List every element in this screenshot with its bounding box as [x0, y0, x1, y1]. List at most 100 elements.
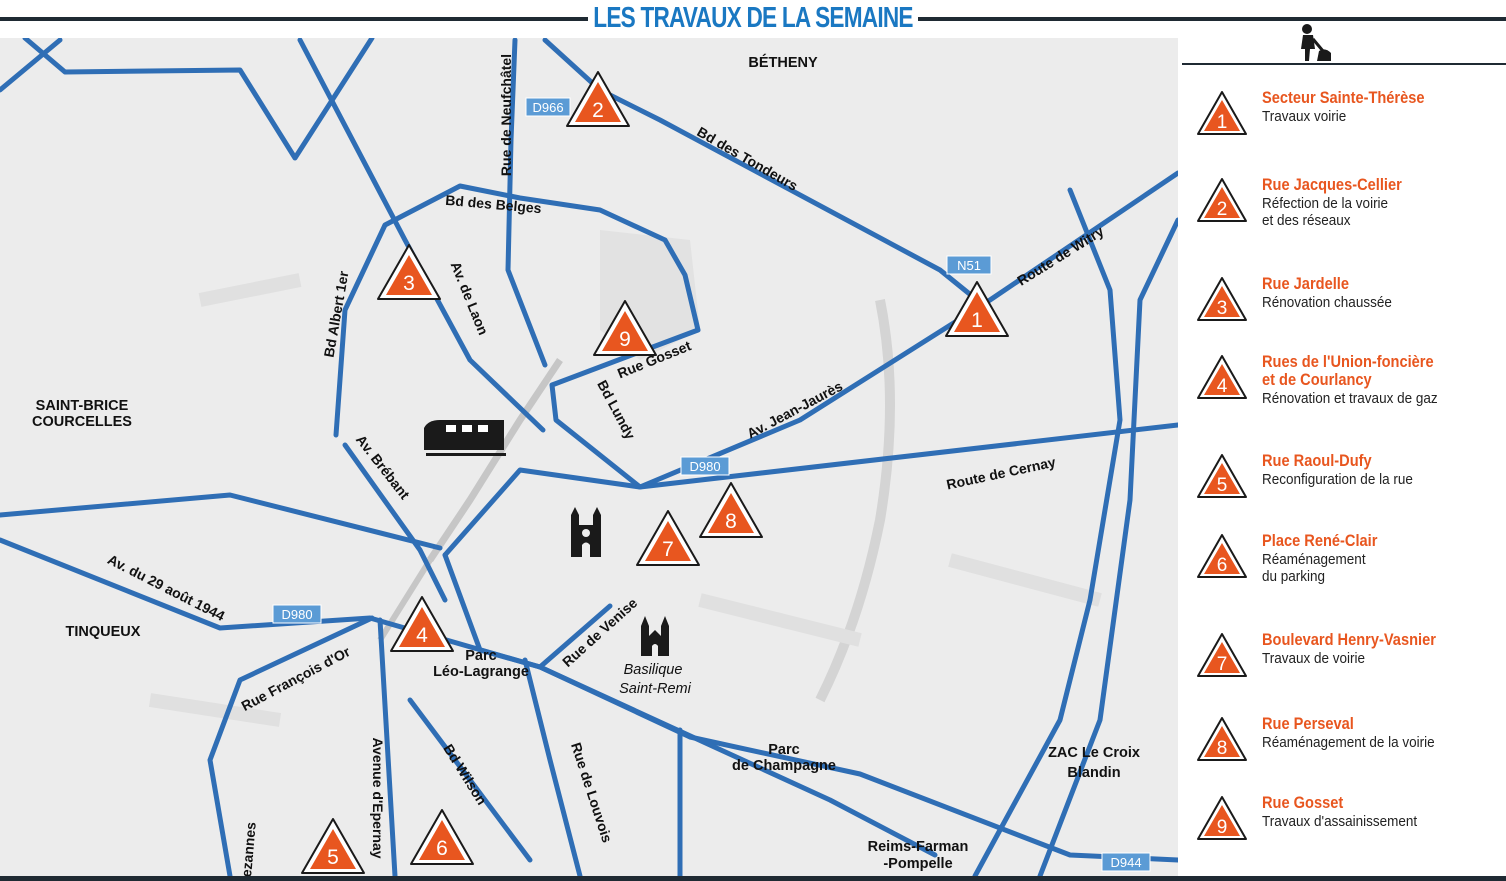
roadworker-icon	[1301, 24, 1331, 61]
place-label-betheny: BÉTHENY	[748, 54, 818, 71]
legend-number: 7	[1217, 654, 1228, 675]
district-label-reims-farman-2: -Pompelle	[883, 856, 952, 872]
place-label-courcelles: COURCELLES	[32, 414, 132, 430]
work-marker-number: 4	[416, 624, 428, 647]
legend-title: Place René-Clair	[1262, 531, 1378, 550]
legend-number: 9	[1217, 817, 1228, 838]
legend-description: Réfection de la voirie et des réseaux	[1262, 195, 1389, 229]
legend-description: Rénovation chaussée	[1262, 294, 1392, 311]
warning-triangle-icon: 3	[1197, 277, 1247, 321]
place-label-saint-brice: SAINT-BRICE	[36, 398, 129, 414]
place-labels: BÉTHENY SAINT-BRICE COURCELLES TINQUEUX …	[32, 54, 1140, 872]
map-background	[0, 38, 1178, 876]
warning-triangle-icon: 6	[1197, 534, 1247, 578]
basilica-icon	[641, 616, 669, 656]
work-marker-number: 6	[436, 837, 448, 860]
work-marker-number: 9	[619, 328, 631, 351]
district-label-parc-leo-1: Parc	[465, 648, 496, 664]
train-icon	[424, 420, 506, 456]
road-shield-d966: D966	[525, 97, 571, 117]
work-marker-8[interactable]: 8	[699, 482, 763, 538]
district-label-zac-2: Blandin	[1067, 765, 1120, 781]
place-label-tinqueux: TINQUEUX	[66, 624, 141, 640]
district-label-parc-champagne-1: Parc	[768, 742, 799, 758]
warning-triangle-icon: 8	[1197, 717, 1247, 761]
legend-title: Secteur Sainte-Thérèse	[1262, 88, 1425, 107]
district-label-reims-farman-1: Reims-Farman	[868, 839, 969, 855]
warning-triangle-icon: 1	[1197, 91, 1247, 135]
legend-title: Rues de l'Union-foncière et de Courlancy	[1262, 352, 1434, 389]
road-shield-n51: N51	[946, 255, 992, 275]
legend-description: Rénovation et travaux de gaz	[1262, 390, 1438, 407]
header: LES TRAVAUX DE LA SEMAINE	[0, 0, 1506, 38]
work-marker-2[interactable]: 2	[566, 71, 630, 127]
work-marker-number: 3	[403, 272, 415, 295]
legend-title: Rue Raoul-Dufy	[1262, 451, 1372, 470]
street-label-bezannes: Bezannes	[237, 821, 259, 876]
header-rule-right	[918, 17, 1506, 21]
road-shield-d944: D944	[1101, 852, 1151, 872]
svg-text:D966: D966	[532, 100, 563, 115]
legend-description: Travaux de voirie	[1262, 650, 1366, 667]
work-marker-5[interactable]: 5	[301, 818, 365, 874]
street-label-rue-neufchatel: Rue de Neufchâtel	[498, 54, 514, 176]
legend-number: 5	[1217, 475, 1228, 496]
map-canvas: Rue de Neufchâtel Bd des Tondeurs Bd des…	[0, 38, 1178, 876]
district-label-parc-leo-2: Léo-Lagrange	[433, 664, 529, 680]
road-shield-d980-west: D980	[272, 604, 322, 624]
legend-rule	[1182, 63, 1506, 65]
work-marker-9[interactable]: 9	[593, 300, 657, 356]
basilique-label-2: Saint-Remi	[619, 681, 691, 697]
legend-title: Rue Gosset	[1262, 793, 1344, 812]
work-marker-number: 5	[327, 846, 339, 869]
svg-text:D944: D944	[1110, 855, 1141, 870]
header-rule-left	[0, 17, 588, 21]
work-marker-number: 7	[662, 538, 674, 561]
svg-text:N51: N51	[957, 258, 981, 273]
legend-description: Travaux d'assainissement	[1262, 813, 1418, 830]
legend-title: Rue Jacques-Cellier	[1262, 175, 1402, 194]
legend-number: 3	[1217, 298, 1228, 319]
work-marker-7[interactable]: 7	[636, 510, 700, 566]
legend-number: 1	[1217, 112, 1228, 133]
legend-description: Réaménagement de la voirie	[1262, 734, 1435, 751]
work-marker-1[interactable]: 1	[945, 281, 1009, 337]
work-markers: 1 2 3 4 5 6 7 8 9	[301, 71, 1009, 874]
warning-triangle-icon: 9	[1197, 796, 1247, 840]
map: Rue de Neufchâtel Bd des Tondeurs Bd des…	[0, 38, 1178, 876]
legend-item: 4 Rues de l'Union-foncière et de Courlanc…	[1196, 353, 1506, 425]
cathedral-icon	[571, 507, 601, 557]
district-label-parc-champagne-2: de Champagne	[732, 758, 836, 774]
legend-number: 6	[1217, 555, 1228, 576]
warning-triangle-icon: 2	[1197, 178, 1247, 222]
work-marker-6[interactable]: 6	[410, 809, 474, 865]
legend-description: Réaménagement du parking	[1262, 551, 1366, 585]
warning-triangle-icon: 7	[1197, 633, 1247, 677]
legend-number: 2	[1217, 199, 1228, 220]
legend-number: 4	[1217, 376, 1228, 397]
legend-title: Rue Perseval	[1262, 714, 1354, 733]
warning-triangle-icon: 5	[1197, 454, 1247, 498]
legend-title: Boulevard Henry-Vasnier	[1262, 630, 1436, 649]
basilique-label-1: Basilique	[624, 662, 683, 678]
work-marker-4[interactable]: 4	[390, 596, 454, 652]
road-shields: D966 N51 D980 D980 D944	[272, 97, 1151, 872]
page-title: LES TRAVAUX DE LA SEMAINE	[593, 2, 913, 34]
work-marker-number: 2	[592, 99, 604, 122]
svg-text:D980: D980	[689, 459, 720, 474]
legend-description: Travaux voirie	[1262, 108, 1347, 125]
work-marker-3[interactable]: 3	[377, 244, 441, 300]
bottom-rule	[0, 876, 1506, 881]
district-label-zac-1: ZAC Le Croix	[1048, 745, 1140, 761]
street-label-avenue-epernay: Avenue d'Epernay	[370, 737, 386, 858]
warning-triangle-icon: 4	[1197, 355, 1247, 399]
legend-number: 8	[1217, 738, 1228, 759]
